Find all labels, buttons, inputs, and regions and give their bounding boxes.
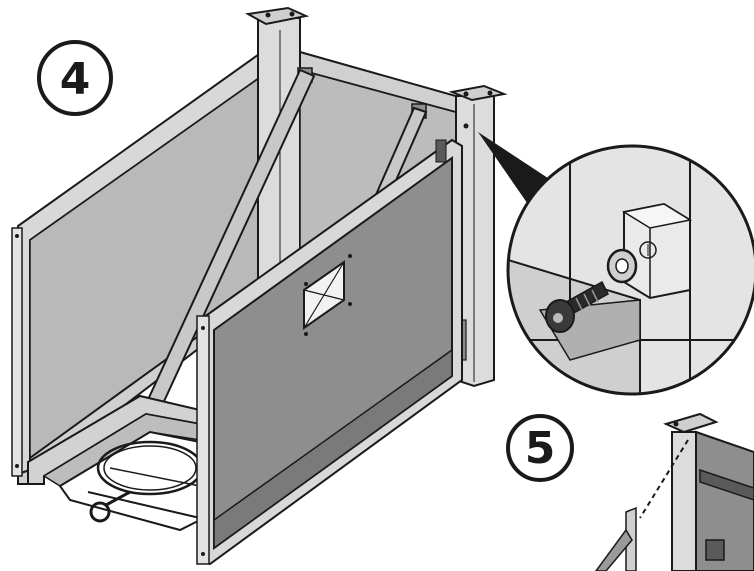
screw-icon: [545, 280, 609, 333]
washer-icon: [606, 248, 638, 284]
step-4-number: 4: [60, 54, 91, 105]
step-4-badge: 4: [37, 40, 113, 116]
step-5-assembly: [595, 412, 754, 571]
step-5-circle: [506, 414, 574, 482]
hole-icon: [463, 123, 469, 129]
step-4-circle: [37, 40, 113, 116]
detail-callout: [506, 144, 754, 396]
hole-icon: [639, 241, 657, 259]
step-5-number: 5: [525, 423, 556, 474]
eye-bolt: [89, 501, 111, 523]
step-5-badge: 5: [506, 414, 574, 482]
gate-panel: [196, 138, 463, 566]
